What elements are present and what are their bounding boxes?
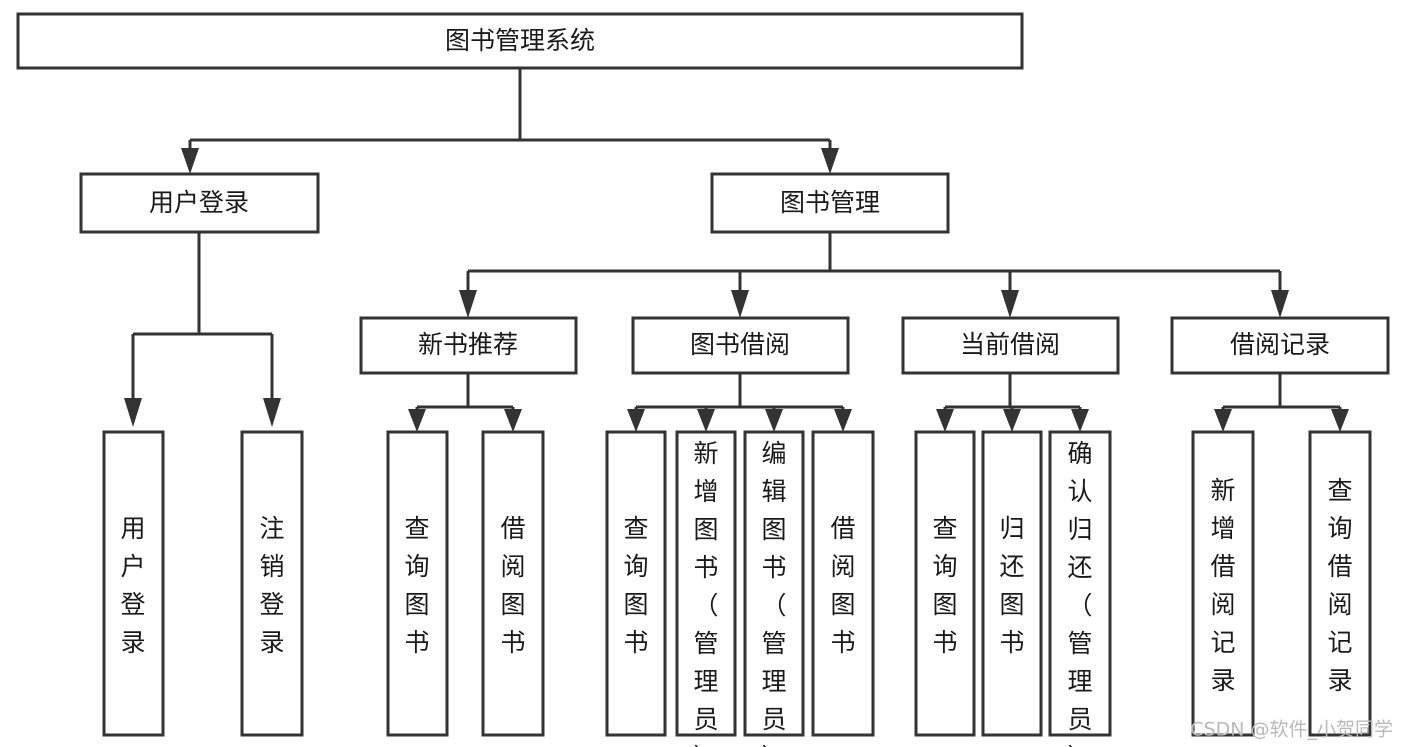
node-leaf-borrow-book-label: 借阅图书 [830,514,855,657]
node-leaf-borrow-book-new[interactable]: 借阅图书 [481,430,545,737]
node-leaf-logout-label: 注销登录 [259,514,284,657]
node-leaf-confirm-return-box[interactable] [1048,430,1112,737]
node-borrow-records-box[interactable] [1170,316,1390,375]
node-leaf-logout-box[interactable] [240,430,304,737]
node-leaf-logout[interactable]: 注销登录 [240,430,304,737]
node-leaf-borrow-book-box[interactable] [811,430,875,737]
arrow-new-book-to-leaf-2 [504,409,522,432]
arrow-current-to-leaf-2 [1003,409,1021,432]
watermark-label: CSDN @软件_小贺同学 [1190,719,1393,741]
node-leaf-query-book-new-box[interactable] [386,430,449,737]
arrow-user-login-to-leaf-1 [124,398,142,427]
node-current-borrow-label: 当前借阅 [960,330,1060,359]
arrow-root-to-user-login [181,148,199,174]
node-leaf-return-book-box[interactable] [981,430,1043,737]
arrow-book-mgmt-to-current [1001,290,1019,318]
node-user-login[interactable]: 用户登录 [79,172,320,234]
node-leaf-user-login[interactable]: 用户登录 [102,430,165,737]
arrow-new-book-to-leaf-1 [408,409,426,432]
node-leaf-query-book-borrow-label: 查询图书 [623,514,648,657]
node-leaf-query-record-box[interactable] [1308,430,1372,737]
node-leaf-query-book-borrow[interactable]: 查询图书 [605,430,667,737]
node-current-borrow[interactable]: 当前借阅 [901,316,1120,375]
node-leaf-edit-book-box[interactable] [743,430,805,737]
node-leaf-edit-book[interactable]: 编辑图书（管理员） [743,430,805,747]
node-leaf-query-book-current-label: 查询图书 [932,514,957,657]
node-leaf-query-book-current[interactable]: 查询图书 [914,430,976,737]
node-leaf-return-book[interactable]: 归还图书 [981,430,1043,737]
arrow-borrow-to-leaf-1 [627,409,645,432]
node-leaf-add-book-label: 新增图书（管理员） [693,439,718,747]
node-borrow-records-label: 借阅记录 [1230,330,1330,359]
arrow-root-to-book-mgmt [821,148,839,174]
node-new-book-box[interactable] [359,316,578,375]
node-leaf-add-book-box[interactable] [675,430,737,737]
arrow-records-to-leaf-1 [1214,409,1232,432]
connector-group-book-mgmt [459,232,1289,318]
node-leaf-borrow-book-new-box[interactable] [481,430,545,737]
node-leaf-query-record[interactable]: 查询借阅记录 [1308,430,1372,737]
connector-group-records [1214,373,1349,432]
node-book-mgmt-label: 图书管理 [780,188,880,217]
arrow-borrow-to-leaf-4 [834,409,852,432]
arrow-user-login-to-leaf-2 [263,398,281,427]
arrow-book-mgmt-to-records [1271,290,1289,318]
node-leaf-add-record[interactable]: 新增借阅记录 [1191,430,1255,737]
arrow-current-to-leaf-1 [936,409,954,432]
node-root-label: 图书管理系统 [445,26,595,55]
node-leaf-query-record-label: 查询借阅记录 [1327,476,1352,695]
node-leaf-query-book-new-label: 查询图书 [404,514,429,657]
node-root-box[interactable] [16,12,1024,70]
connector-group-borrow [627,373,852,432]
node-book-mgmt-box[interactable] [710,172,950,234]
node-user-login-label: 用户登录 [149,188,249,217]
node-leaf-user-login-box[interactable] [102,430,165,737]
arrow-borrow-to-leaf-2 [697,409,715,432]
node-leaf-query-book-current-box[interactable] [914,430,976,737]
arrow-book-mgmt-to-new-book [459,290,477,318]
node-borrow-box[interactable] [631,316,850,375]
node-leaf-query-book-borrow-box[interactable] [605,430,667,737]
node-user-login-box[interactable] [79,172,320,234]
node-borrow-label: 图书借阅 [690,330,790,359]
node-root[interactable]: 图书管理系统 [16,12,1024,70]
node-leaf-user-login-label: 用户登录 [120,514,145,657]
arrow-book-mgmt-to-borrow [731,290,749,318]
connector-group-user-login [124,232,281,427]
arrow-current-to-leaf-3 [1071,409,1089,432]
arrow-borrow-to-leaf-3 [765,409,783,432]
connector-group-current [936,373,1089,432]
node-new-book-label: 新书推荐 [418,330,518,359]
node-book-mgmt[interactable]: 图书管理 [710,172,950,234]
node-current-borrow-box[interactable] [901,316,1120,375]
node-leaf-return-book-label: 归还图书 [999,514,1024,657]
node-leaf-add-record-box[interactable] [1191,430,1255,737]
node-leaf-add-book[interactable]: 新增图书（管理员） [675,430,737,747]
connector-group-root [181,68,839,174]
node-borrow[interactable]: 图书借阅 [631,316,850,375]
arrow-records-to-leaf-2 [1331,409,1349,432]
node-borrow-records[interactable]: 借阅记录 [1170,316,1390,375]
node-leaf-add-record-label: 新增借阅记录 [1210,476,1235,695]
connector-group-new-book [408,373,522,432]
node-new-book[interactable]: 新书推荐 [359,316,578,375]
node-leaf-borrow-book-new-label: 借阅图书 [500,514,525,657]
node-leaf-borrow-book[interactable]: 借阅图书 [811,430,875,737]
node-leaf-confirm-return[interactable]: 确认归还（管理员） [1048,430,1112,747]
node-leaf-confirm-return-label: 确认归还（管理员） [1067,439,1092,747]
node-leaf-edit-book-label: 编辑图书（管理员） [761,439,786,747]
node-leaf-query-book-new[interactable]: 查询图书 [386,430,449,737]
